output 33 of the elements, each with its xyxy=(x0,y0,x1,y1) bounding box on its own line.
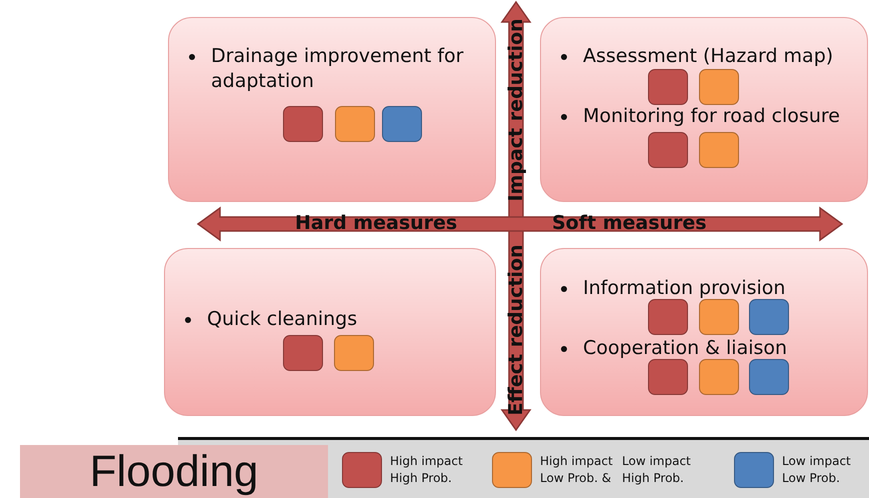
rating-square xyxy=(334,335,374,371)
rating-square xyxy=(648,69,688,105)
axis-label: Effect reduction xyxy=(505,244,527,416)
quadrant-box xyxy=(164,248,496,416)
rating-square xyxy=(699,132,739,168)
bullet-item: Drainage improvement for adaptation xyxy=(211,44,464,94)
bullet-item: Monitoring for road closure xyxy=(583,104,841,129)
axis-label: Impact reduction xyxy=(505,18,527,202)
rating-square xyxy=(283,335,323,371)
legend-text: High impact High Prob. xyxy=(390,453,464,487)
rating-square xyxy=(648,359,688,395)
bullet-item: Quick cleanings xyxy=(207,307,358,332)
quadrant-box xyxy=(540,248,868,416)
quadrant-box xyxy=(540,17,868,202)
rating-square xyxy=(699,359,739,395)
rating-square xyxy=(648,299,688,335)
rating-square xyxy=(749,359,789,395)
quadrant-box xyxy=(168,17,496,202)
bullet-item: Information provision xyxy=(583,276,786,301)
legend-text: Low impact Low Prob. xyxy=(782,453,852,487)
axis-label: Hard measures xyxy=(295,212,458,234)
bullet-item: Assessment (Hazard map) xyxy=(583,44,834,69)
legend-text: High impact Low Prob. & Low impact High Prob. xyxy=(540,453,692,487)
rating-square xyxy=(749,299,789,335)
bullet-item: Cooperation & liaison xyxy=(583,336,788,361)
axis-label: Soft measures xyxy=(552,212,707,234)
rating-square xyxy=(648,132,688,168)
rating-square xyxy=(699,299,739,335)
rating-square xyxy=(335,106,375,142)
rating-square xyxy=(283,106,323,142)
rating-square xyxy=(699,69,739,105)
rating-square xyxy=(382,106,422,142)
category-band: Flooding xyxy=(20,445,328,498)
